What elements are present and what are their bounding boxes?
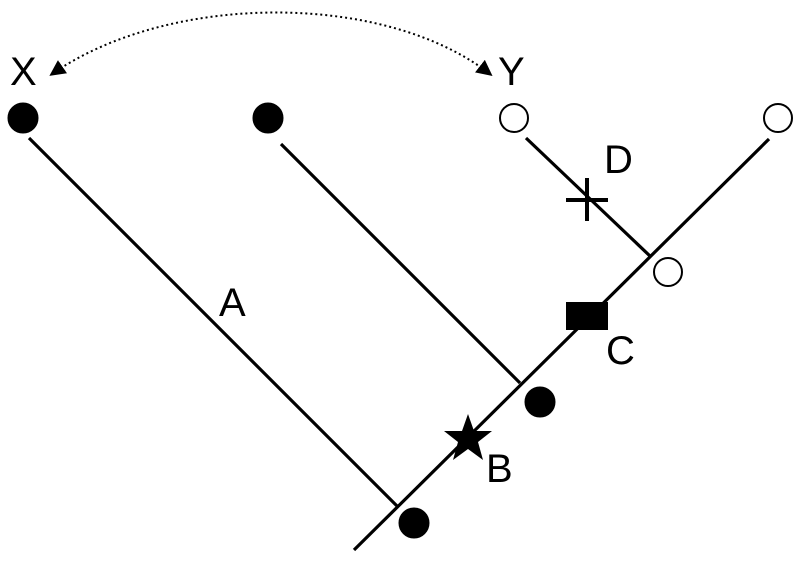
- star-marker-b: [444, 414, 492, 460]
- upper-internal-node: [653, 257, 683, 287]
- main-branch: [352, 137, 771, 552]
- y-tip-node: [499, 103, 529, 133]
- branch-a: [27, 136, 400, 509]
- cross-marker-d: [566, 178, 608, 221]
- second-branch: [279, 142, 522, 385]
- middle-internal-node: [524, 386, 556, 418]
- right-tip-node: [763, 103, 793, 133]
- label-y: Y: [498, 50, 525, 94]
- second-tip-node: [252, 102, 284, 134]
- label-x: X: [10, 50, 37, 94]
- xy-relation-arc: [49, 11, 493, 76]
- label-d: D: [604, 138, 633, 182]
- root-node: [398, 507, 430, 539]
- label-c: C: [606, 329, 635, 373]
- label-b: B: [486, 447, 513, 491]
- rectangle-marker-c: [566, 302, 608, 330]
- x-tip-node: [7, 102, 39, 134]
- label-a: A: [219, 281, 246, 325]
